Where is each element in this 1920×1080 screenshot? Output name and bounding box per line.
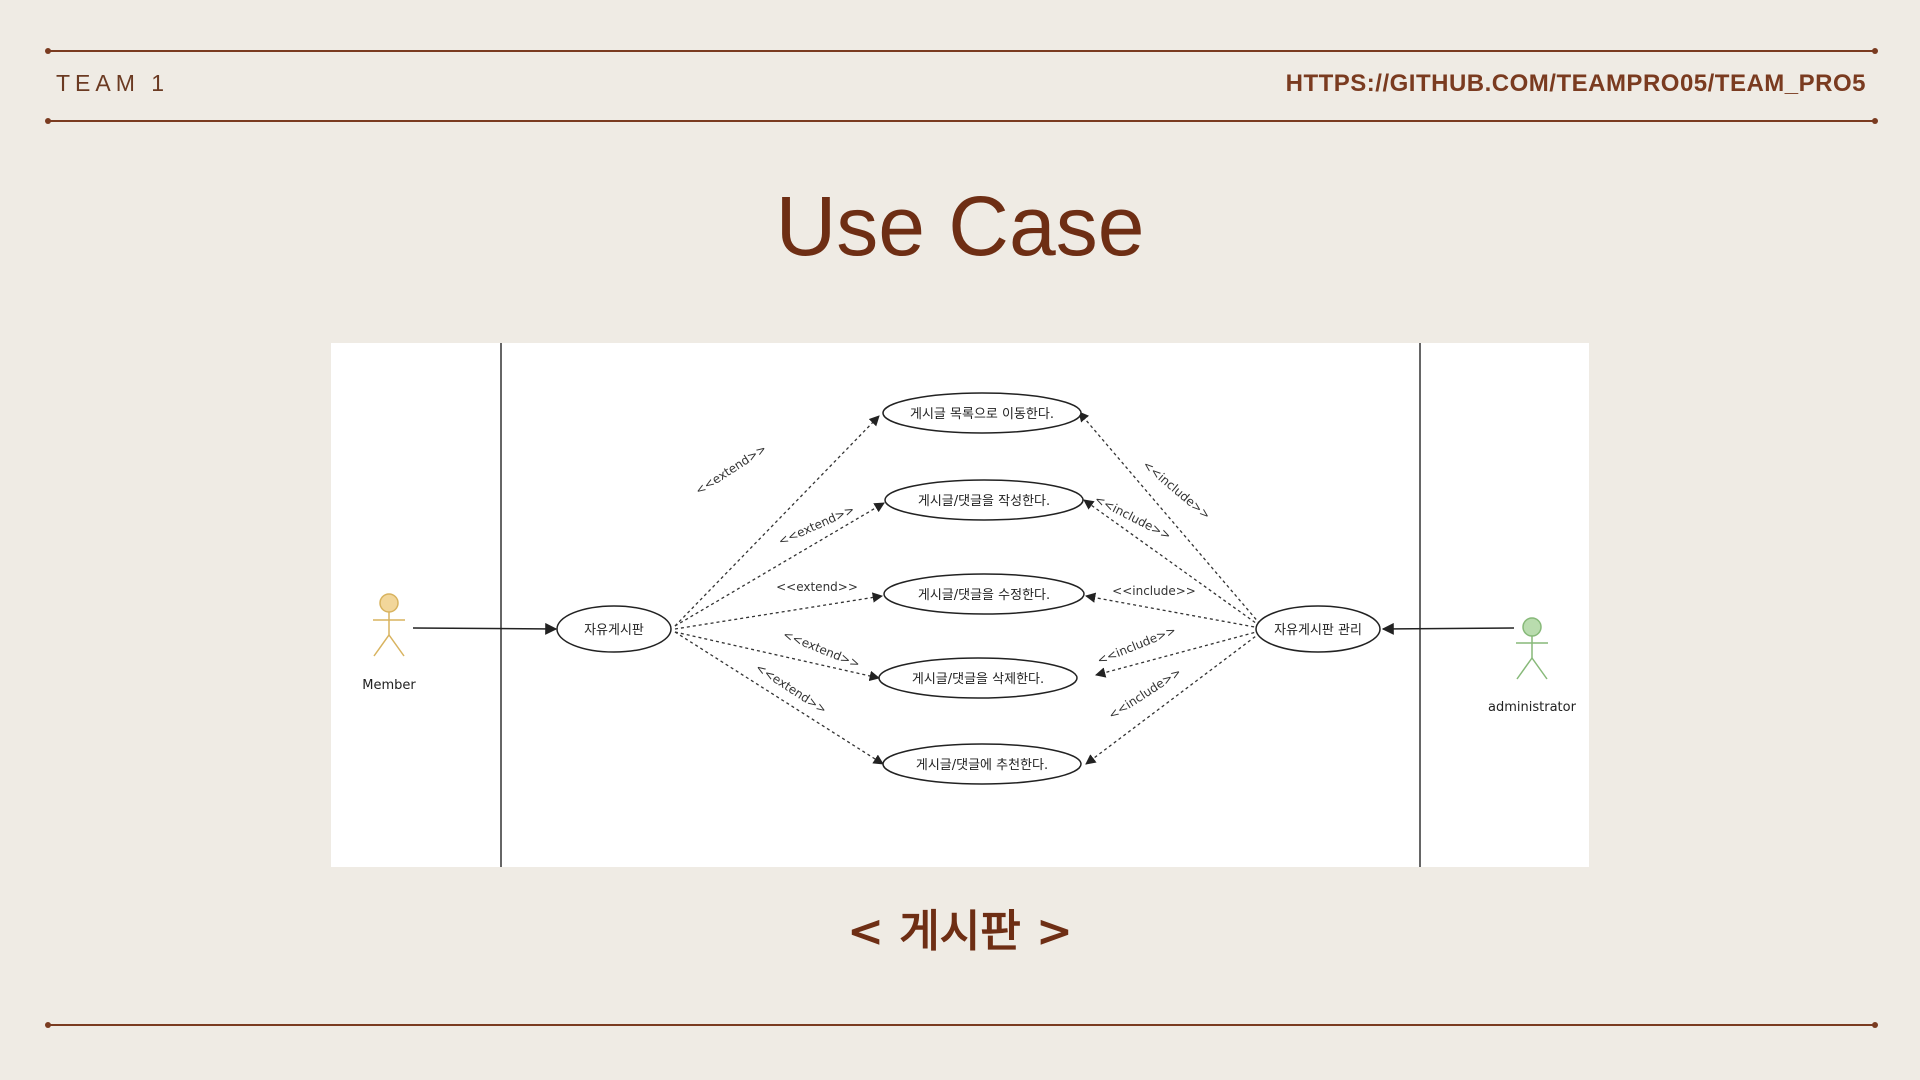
use-case-2-ellipse	[884, 479, 1084, 521]
extend-label-5: <<extend>>	[753, 660, 829, 716]
use-case-2-label: 게시글/댓글을 작성한다.	[918, 494, 1050, 509]
hub-right-ellipse	[1255, 605, 1381, 653]
include-arrow-4	[1094, 630, 1261, 678]
include-label-5: <<include>>	[1106, 665, 1184, 722]
hub-left-label: 자유게시판	[584, 623, 644, 638]
hub-left-ellipse	[556, 605, 672, 653]
include-label-4: <<include>>	[1095, 623, 1178, 667]
include-arrow-5	[1085, 632, 1261, 765]
member-association-arrow	[412, 622, 558, 635]
admin-association-arrow	[1381, 622, 1515, 635]
extend-arrow-3	[674, 592, 884, 630]
include-arrow-1	[1078, 411, 1261, 625]
extend-arrow-4	[674, 631, 881, 682]
member-actor-icon	[373, 593, 405, 657]
use-case-1-ellipse	[882, 392, 1082, 434]
use-case-4-label: 게시글/댓글을 삭제한다.	[912, 672, 1044, 687]
extend-label-3: <<extend>>	[776, 580, 858, 594]
top-rule	[45, 48, 1878, 54]
include-arrow-3	[1084, 592, 1261, 629]
use-case-5-ellipse	[882, 743, 1082, 785]
admin-actor-label: administrator	[1488, 700, 1577, 715]
use-case-3-ellipse	[883, 573, 1085, 615]
bottom-rule	[45, 1022, 1878, 1028]
page-title: Use Case	[775, 179, 1145, 273]
include-label-1: <<include>>	[1140, 458, 1213, 523]
include-label-3: <<include>>	[1112, 584, 1196, 598]
extend-label-1: <<extend>>	[693, 441, 769, 497]
use-case-3-label: 게시글/댓글을 수정한다.	[918, 588, 1050, 603]
use-case-diagram: Member administrator	[331, 343, 1589, 867]
team-label: TEAM 1	[56, 70, 170, 96]
member-actor-label: Member	[362, 678, 416, 693]
use-case-1-label: 게시글 목록으로 이동한다.	[910, 407, 1054, 422]
diagram-caption: < 게시판 >	[847, 906, 1073, 957]
extend-arrow-5	[674, 631, 884, 765]
include-arrow-2	[1083, 499, 1261, 627]
use-case-4-ellipse	[878, 657, 1078, 699]
header-rule	[45, 118, 1878, 124]
extend-arrow-2	[674, 502, 885, 627]
extend-arrow-1	[674, 415, 880, 627]
use-case-5-label: 게시글/댓글에 추천한다.	[916, 758, 1048, 773]
admin-actor-icon	[1516, 617, 1548, 680]
hub-right-label: 자유게시판 관리	[1274, 623, 1362, 638]
repo-url: HTTPS://GITHUB.COM/TEAMPRO05/TEAM_PRO5	[1285, 70, 1866, 97]
